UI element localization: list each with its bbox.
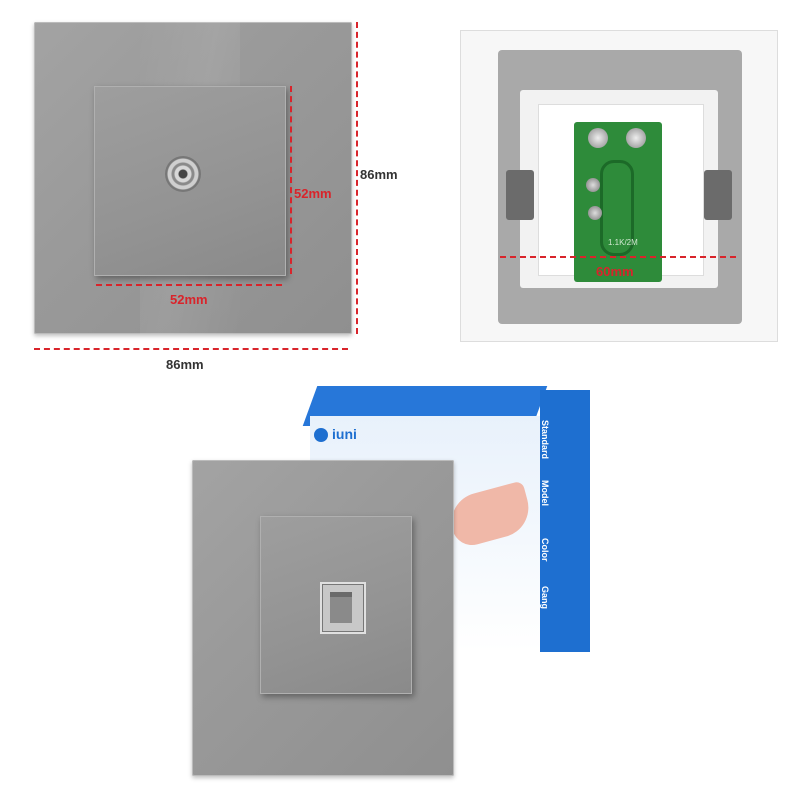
mounting-width-label: 60mm (596, 264, 634, 279)
insert-width-label: 52mm (170, 292, 208, 307)
brand-logo-icon (314, 428, 328, 442)
insert-height-line (290, 86, 292, 274)
back-view: 1.1K/2M 60mm (460, 30, 778, 342)
box-side-standard: Standard (540, 420, 550, 460)
right-clamp (704, 170, 732, 220)
screw-icon (588, 128, 608, 148)
box-side-gang: Gang (540, 586, 550, 610)
plate-width-line (34, 348, 348, 350)
screw-icon (588, 206, 602, 220)
insert-width-line (96, 284, 282, 286)
brand-name: iuni (332, 426, 357, 442)
screw-icon (586, 178, 600, 192)
insert-height-label: 52mm (294, 186, 332, 201)
box-side-model: Model (540, 480, 550, 506)
left-clamp (506, 170, 534, 220)
plate-width-label: 86mm (166, 357, 204, 372)
module-label: 1.1K/2M (608, 238, 638, 247)
plate-height-label: 86mm (360, 167, 398, 182)
package-view: iuni Standard Model Color Gang (180, 380, 620, 800)
tv-socket-icon (165, 156, 201, 192)
screw-icon (626, 128, 646, 148)
front-plate-view: 52mm 52mm 86mm 86mm (0, 0, 410, 380)
plate-height-line (356, 22, 358, 334)
module-slot (600, 160, 634, 256)
rj45-port-opening (330, 592, 352, 623)
mounting-width-line (500, 256, 736, 258)
box-side-color: Color (540, 538, 550, 562)
box-side (540, 390, 590, 652)
